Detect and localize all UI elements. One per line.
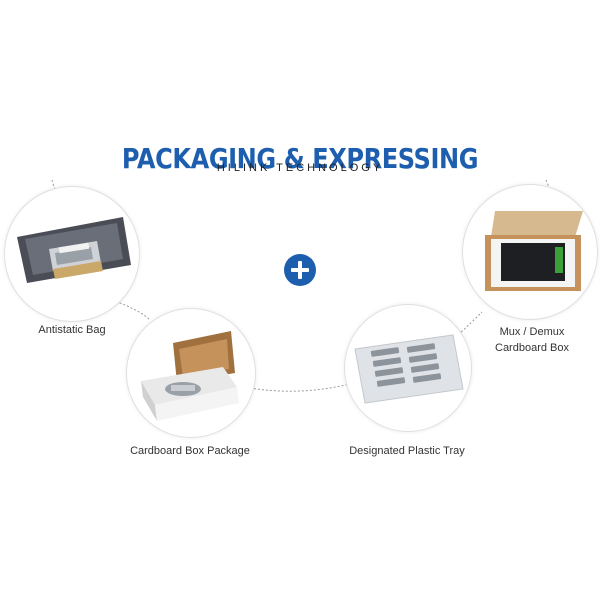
cardboard-box-label: Cardboard Box Package bbox=[130, 445, 250, 457]
antistatic-bag-circle bbox=[4, 186, 140, 322]
antistatic-bag-image bbox=[17, 217, 131, 283]
cardboard-box-image bbox=[141, 331, 239, 421]
cardboard-box-circle bbox=[126, 308, 256, 438]
page-title: PACKAGING & EXPRESSING bbox=[121, 141, 479, 175]
plastic-tray-circle bbox=[344, 304, 472, 432]
mux-demux-box-image bbox=[485, 211, 583, 291]
mux-demux-label-line1: Mux / Demux bbox=[499, 326, 565, 338]
antistatic-bag-label: Antistatic Bag bbox=[38, 324, 106, 336]
plus-icon bbox=[284, 254, 316, 286]
mux-demux-box-label: Mux / Demux Cardboard Box bbox=[480, 324, 584, 356]
page-subtitle: HILINK TECHNOLOGY bbox=[216, 162, 384, 174]
mux-demux-label-line2: Cardboard Box bbox=[495, 342, 569, 354]
plastic-tray-image bbox=[354, 334, 464, 404]
plastic-tray-label: Designated Plastic Tray bbox=[349, 445, 465, 457]
mux-demux-box-circle bbox=[462, 184, 598, 320]
